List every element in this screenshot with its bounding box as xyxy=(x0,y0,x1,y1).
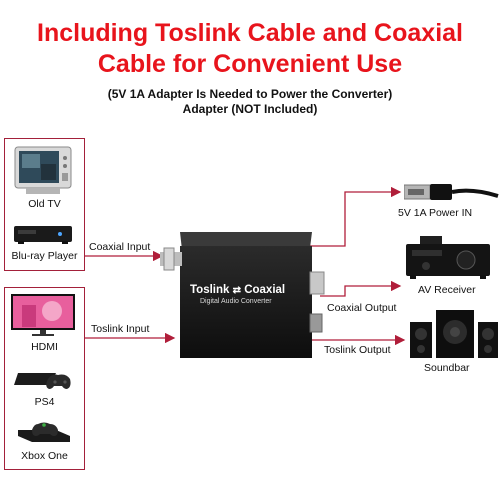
converter-brand-coaxial: Coaxial xyxy=(244,284,286,296)
ps4-icon xyxy=(14,373,71,389)
power-note-line-2: Adapter (NOT Included) xyxy=(182,102,318,116)
usb-plug-icon xyxy=(404,184,499,200)
converter-brand: Toslink ⇄ Coaxial xyxy=(190,284,300,296)
old-tv-icon xyxy=(14,146,72,194)
power-arrow xyxy=(310,186,402,247)
xbox-one-icon xyxy=(18,422,70,442)
ps4-label: PS4 xyxy=(34,396,55,408)
toslink-input-label: Toslink Input xyxy=(91,323,150,335)
toslink-output-label: Toslink Output xyxy=(324,344,391,356)
coaxial-input-label: Coaxial Input xyxy=(89,241,151,253)
power-in-label: 5V 1A Power IN xyxy=(398,207,473,219)
converter-brand-toslink: Toslink xyxy=(190,284,230,296)
av-receiver-label: AV Receiver xyxy=(418,284,476,296)
av-receiver-icon xyxy=(406,236,490,279)
headline-line-2: Cable for Convenient Use xyxy=(97,50,403,78)
coaxial-output-label: Coaxial Output xyxy=(327,302,397,314)
converter-subtitle: Digital Audio Converter xyxy=(200,298,272,305)
xbox-one-label: Xbox One xyxy=(21,450,68,462)
converter-box-graphic xyxy=(160,232,325,358)
arrows-icon: ⇄ xyxy=(232,285,241,296)
optical-source-group xyxy=(4,287,85,470)
hdmi-tv-icon xyxy=(11,294,75,336)
headline-line-1: Including Toslink Cable and Coaxial xyxy=(37,19,463,47)
blu-ray-player-icon xyxy=(14,226,72,244)
coaxial-source-group xyxy=(4,138,85,271)
hdmi-label: HDMI xyxy=(31,341,58,353)
power-note-line-1: (5V 1A Adapter Is Needed to Power the Co… xyxy=(107,87,393,101)
soundbar-icon xyxy=(410,310,498,358)
coaxial-output-arrow xyxy=(320,280,402,297)
blu-ray-player-label: Blu-ray Player xyxy=(11,250,78,262)
soundbar-label: Soundbar xyxy=(424,362,470,374)
old-tv-label: Old TV xyxy=(28,198,61,210)
